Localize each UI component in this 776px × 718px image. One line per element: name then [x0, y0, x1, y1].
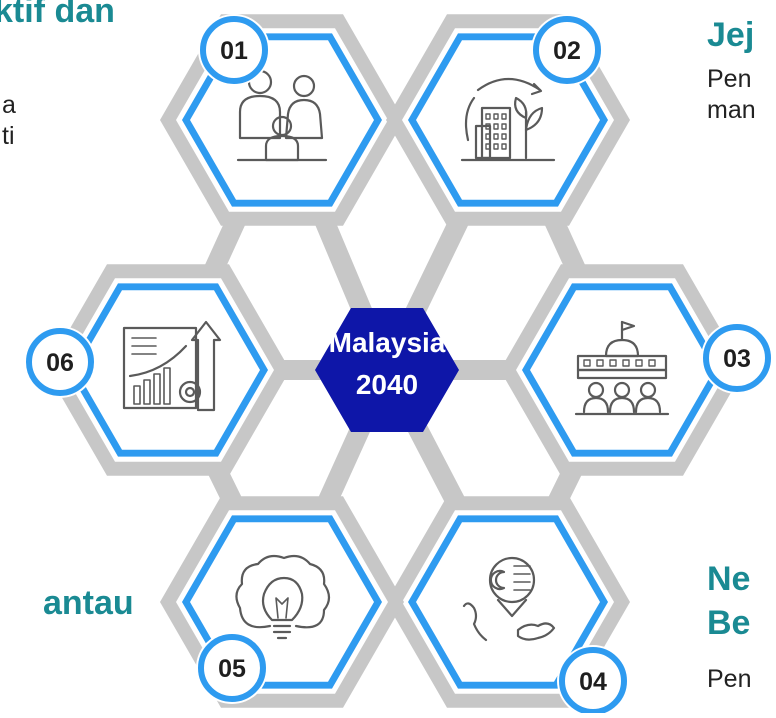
badge-number: 01 [220, 37, 248, 65]
badge-number: 04 [579, 668, 607, 696]
badge-circle [26, 328, 94, 396]
bottom-left-title: antau [43, 584, 134, 622]
badge-06: 06 [24, 326, 96, 398]
top-left-title: ktif dan [0, 0, 115, 30]
parliament-people-icon [574, 320, 670, 416]
badge-circle [559, 647, 627, 715]
badge-number: 06 [46, 349, 74, 377]
sustainable-city-icon [460, 78, 556, 162]
top-right-title: Jej [707, 16, 755, 54]
bottom-right-title-line-1: Ne [707, 560, 751, 598]
malaysia-map-flag-icon [462, 556, 556, 642]
node-05 [160, 496, 404, 708]
bottom-right-title-line-2: Be [707, 604, 751, 642]
badge-circle [198, 634, 266, 702]
bottom-right-line-1: Pen [707, 665, 752, 693]
center-hex-shape [315, 308, 459, 432]
top-right-line-1: Pen [707, 65, 752, 93]
lightbulb-brain-icon [235, 554, 331, 640]
node-01 [160, 14, 404, 226]
badge-number: 05 [218, 655, 246, 683]
family-icon [236, 69, 328, 162]
center-title-line-2: 2040 [356, 369, 418, 400]
top-left-line-2: ti [2, 122, 15, 150]
center-title-line-1: Malaysia [329, 327, 446, 358]
badge-circle [200, 16, 268, 84]
badge-number: 03 [723, 345, 751, 373]
badge-05: 05 [196, 632, 268, 704]
badge-circle [533, 16, 601, 84]
top-left-line-1: a [2, 91, 16, 119]
economic-growth-chart-icon [122, 320, 222, 412]
center-hexagon: Malaysia 2040 [315, 308, 459, 432]
node-03 [500, 264, 744, 476]
badge-03: 03 [701, 322, 773, 394]
badge-number: 02 [553, 37, 581, 65]
number-badges: 01 02 03 04 05 06 [24, 14, 773, 717]
badge-04: 04 [557, 645, 629, 717]
badge-circle [703, 324, 771, 392]
badge-01: 01 [198, 14, 270, 86]
node-06 [46, 264, 290, 476]
top-right-line-2: man [707, 96, 756, 124]
badge-02: 02 [531, 14, 603, 86]
